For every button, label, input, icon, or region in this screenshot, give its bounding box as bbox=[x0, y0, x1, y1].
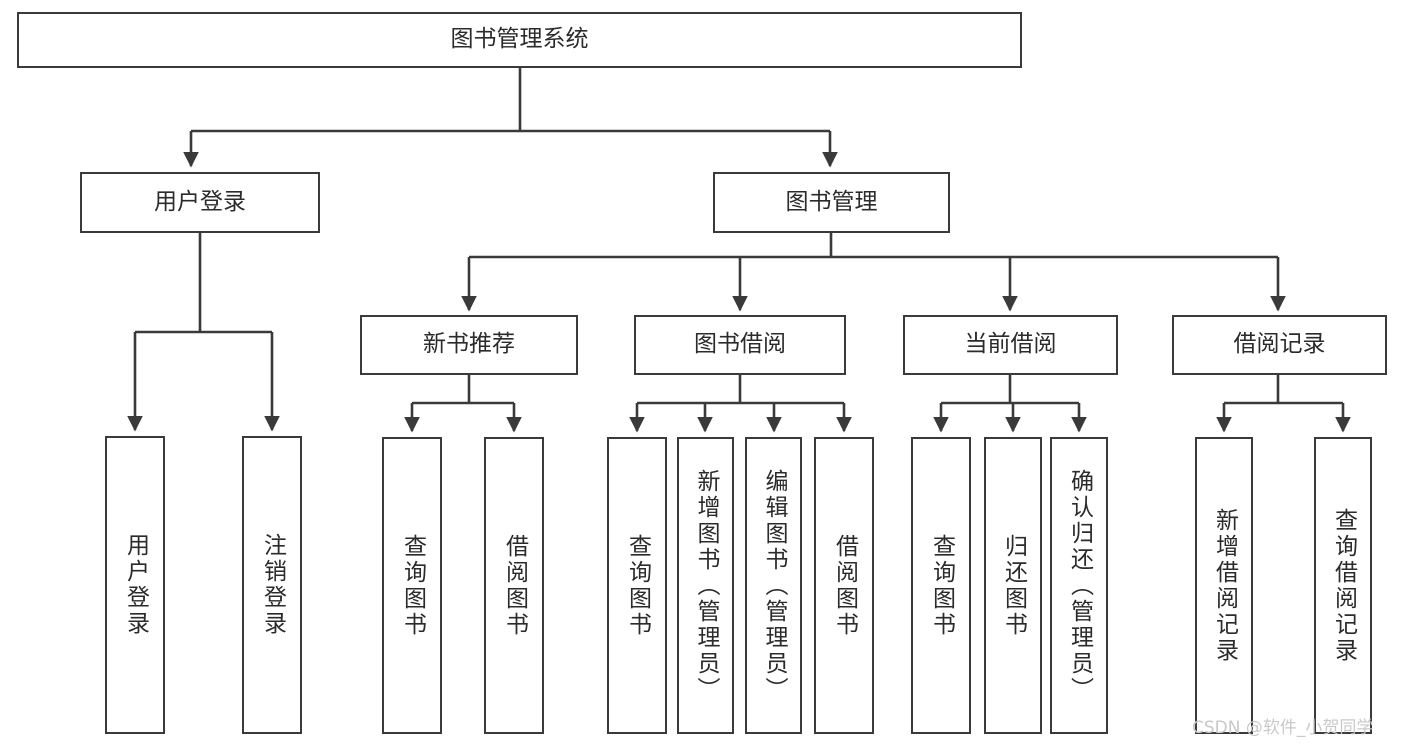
node-new-book-recommend[interactable]: 新书推荐 bbox=[360, 315, 578, 375]
node-label: 图书借阅 bbox=[694, 331, 786, 358]
node-label: 查询图书 bbox=[928, 533, 955, 638]
node-label: 查询借阅记录 bbox=[1330, 507, 1357, 664]
leaf-new-book-query-book[interactable]: 查询图书 bbox=[382, 437, 442, 734]
node-label: 用户登录 bbox=[122, 533, 149, 637]
node-label: 图书管理 bbox=[785, 188, 878, 215]
node-user-login[interactable]: 用户登录 bbox=[80, 172, 320, 233]
node-label: 确认归还（管理员） bbox=[1066, 468, 1093, 703]
leaf-user-login-logout[interactable]: 注销登录 bbox=[242, 436, 302, 734]
leaf-borrow-record-add-record[interactable]: 新增借阅记录 bbox=[1195, 437, 1253, 734]
node-label: 查询图书 bbox=[624, 533, 651, 638]
leaf-book-borrow-query-book[interactable]: 查询图书 bbox=[607, 437, 667, 734]
leaf-current-borrow-return-book[interactable]: 归还图书 bbox=[984, 437, 1042, 734]
node-label: 借阅记录 bbox=[1233, 331, 1326, 358]
node-book-borrow[interactable]: 图书借阅 bbox=[634, 315, 846, 375]
leaf-book-borrow-edit-book-admin[interactable]: 编辑图书（管理员） bbox=[745, 437, 802, 734]
watermark-text: CSDN @软件_小贺同学 bbox=[1192, 718, 1374, 738]
leaf-book-borrow-borrow-book[interactable]: 借阅图书 bbox=[814, 437, 874, 734]
node-current-borrow[interactable]: 当前借阅 bbox=[903, 315, 1118, 375]
node-label: 编辑图书（管理员） bbox=[761, 468, 787, 703]
node-book-management[interactable]: 图书管理 bbox=[713, 172, 950, 233]
leaf-new-book-borrow-book[interactable]: 借阅图书 bbox=[484, 437, 544, 734]
node-book-management-system[interactable]: 图书管理系统 bbox=[17, 12, 1022, 68]
node-label: 图书管理系统 bbox=[450, 26, 589, 53]
node-label: 借阅图书 bbox=[501, 533, 528, 638]
node-label: 归还图书 bbox=[1000, 533, 1027, 638]
node-label: 查询图书 bbox=[399, 533, 426, 638]
node-label: 注销登录 bbox=[259, 533, 286, 637]
node-label: 当前借阅 bbox=[964, 331, 1057, 358]
node-label: 新增借阅记录 bbox=[1211, 507, 1238, 664]
leaf-current-borrow-query-book[interactable]: 查询图书 bbox=[911, 437, 971, 734]
leaf-borrow-record-query-record[interactable]: 查询借阅记录 bbox=[1314, 437, 1372, 734]
leaf-book-borrow-add-book-admin[interactable]: 新增图书（管理员） bbox=[677, 437, 734, 734]
node-borrow-record[interactable]: 借阅记录 bbox=[1172, 315, 1387, 375]
node-label: 借阅图书 bbox=[831, 533, 858, 638]
node-label: 新书推荐 bbox=[423, 331, 515, 358]
node-label: 用户登录 bbox=[154, 188, 246, 215]
leaf-current-borrow-confirm-return-admin[interactable]: 确认归还（管理员） bbox=[1050, 437, 1108, 734]
leaf-user-login-login[interactable]: 用户登录 bbox=[105, 436, 165, 734]
node-label: 新增图书（管理员） bbox=[693, 468, 719, 703]
